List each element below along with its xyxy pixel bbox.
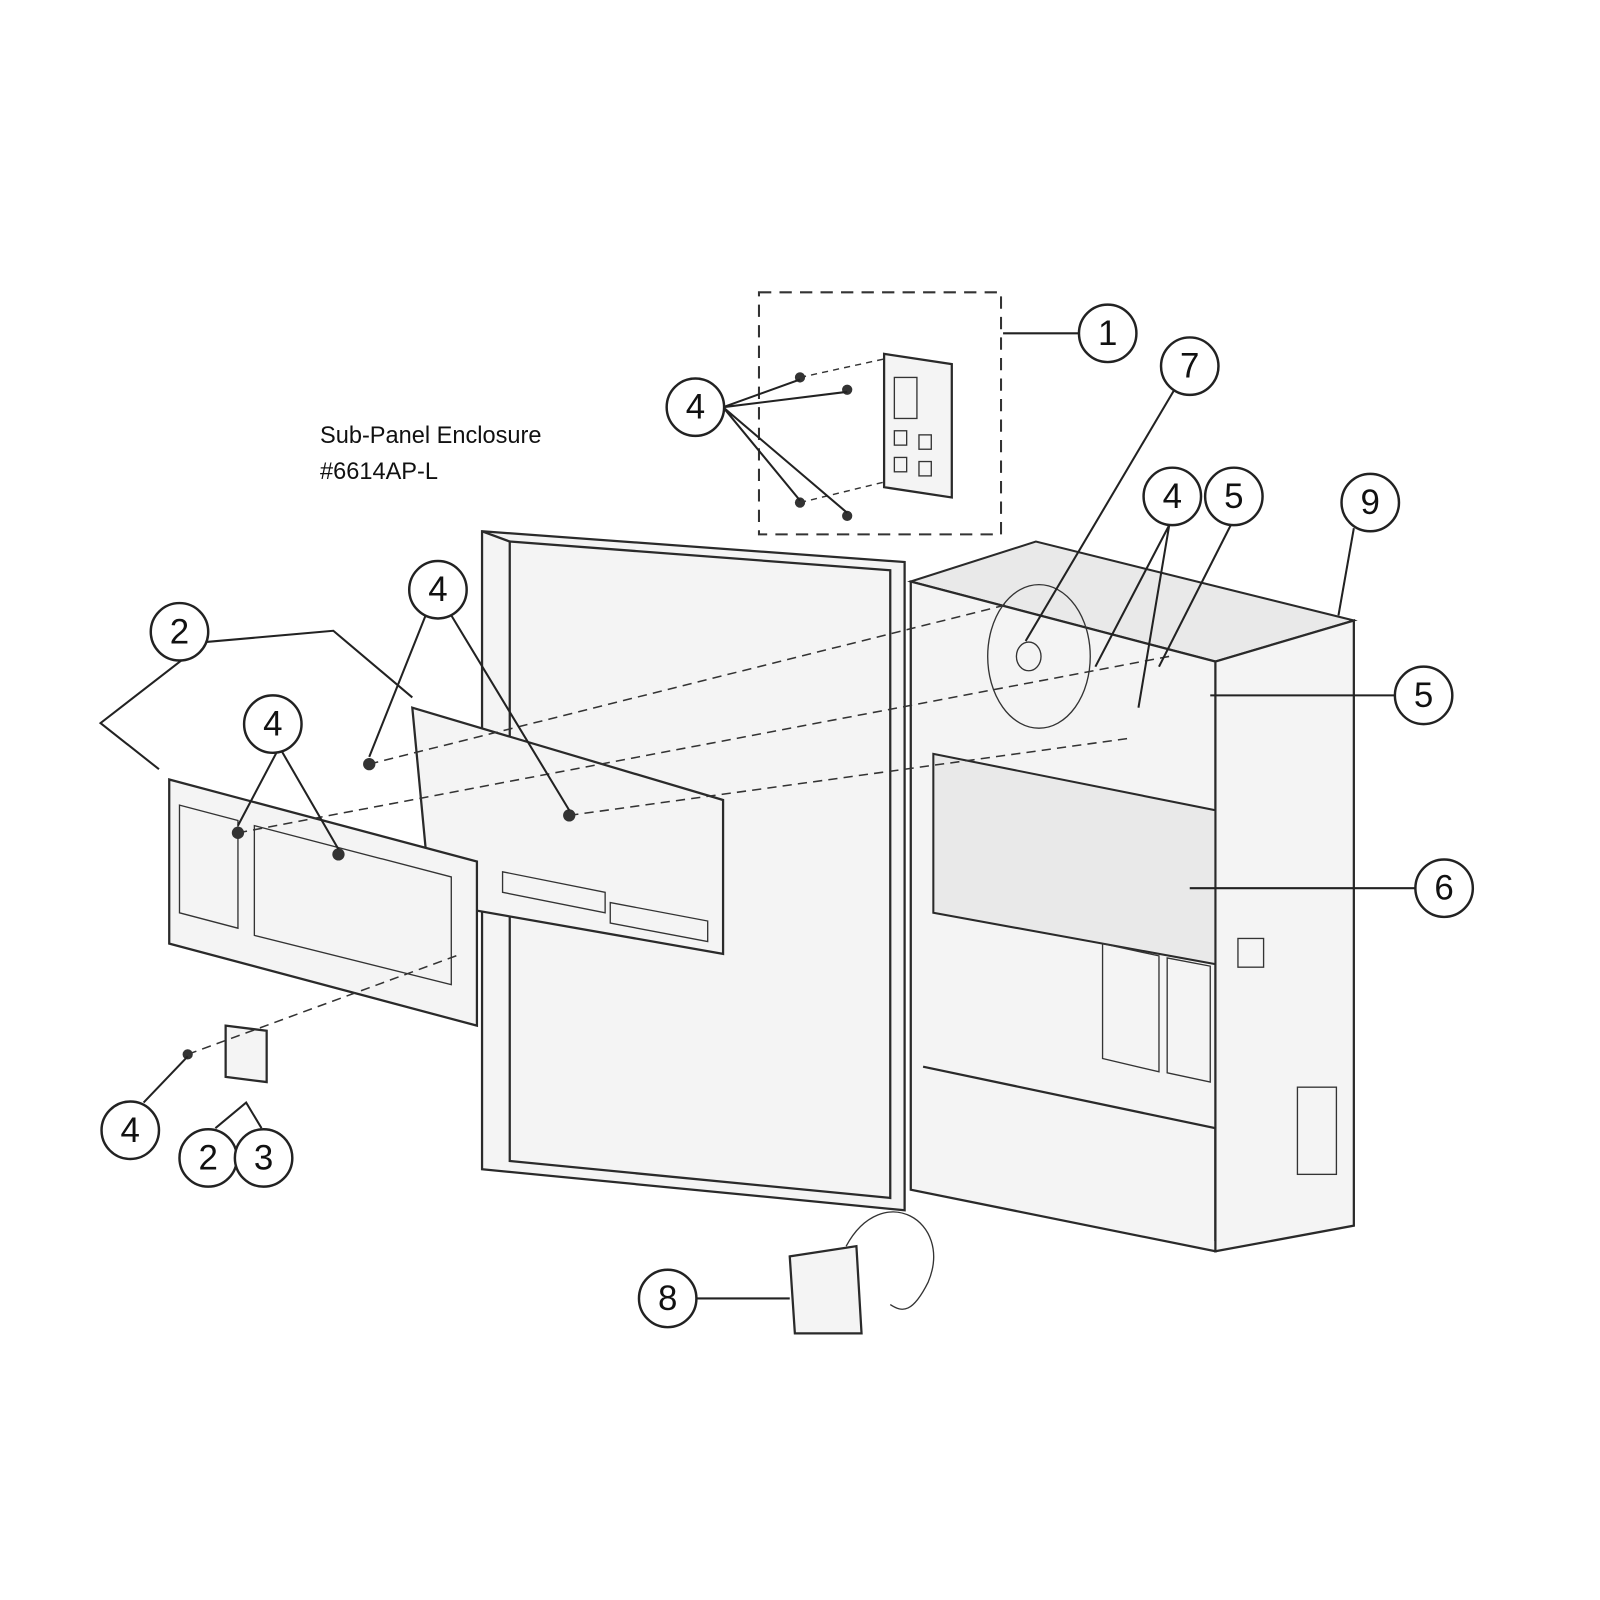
callout-number: 5 bbox=[1224, 477, 1243, 516]
callout-9: 9 bbox=[1340, 472, 1401, 533]
callout-number: 2 bbox=[199, 1138, 218, 1177]
callout-3: 3 bbox=[233, 1127, 294, 1188]
callout-7: 7 bbox=[1159, 336, 1220, 397]
callout-number: 8 bbox=[658, 1279, 677, 1318]
callout-4: 4 bbox=[665, 377, 726, 438]
title-label: Sub-Panel Enclosure #6614AP-L bbox=[320, 422, 542, 484]
callout-number: 3 bbox=[254, 1138, 273, 1177]
relay bbox=[788, 1211, 935, 1335]
callout-number: 1 bbox=[1098, 314, 1117, 353]
callout-8: 8 bbox=[637, 1268, 698, 1329]
callout-number: 4 bbox=[121, 1111, 140, 1150]
callout-5: 5 bbox=[1393, 665, 1454, 726]
callout-number: 4 bbox=[263, 705, 282, 744]
callout-5: 5 bbox=[1203, 466, 1264, 527]
callout-number: 2 bbox=[170, 612, 189, 651]
cover-panel bbox=[168, 778, 479, 1084]
callout-number: 7 bbox=[1180, 347, 1199, 386]
mounting-bracket bbox=[411, 706, 725, 956]
callout-4: 4 bbox=[242, 694, 303, 755]
callout-4: 4 bbox=[100, 1100, 161, 1161]
callout-2: 2 bbox=[149, 601, 210, 662]
leader-lines bbox=[98, 332, 1416, 1300]
callout-number: 4 bbox=[428, 570, 447, 609]
keypad-assembly bbox=[757, 291, 1003, 536]
callout-6: 6 bbox=[1414, 858, 1475, 919]
enclosure-box bbox=[907, 540, 1358, 1253]
callout-number: 4 bbox=[1163, 477, 1182, 516]
callout-1: 1 bbox=[1077, 303, 1138, 364]
callout-number: 6 bbox=[1434, 869, 1453, 908]
callout-number: 5 bbox=[1414, 676, 1433, 715]
callout-4: 4 bbox=[407, 559, 468, 620]
assembly-lines bbox=[182, 604, 1170, 1060]
callout-number: 4 bbox=[686, 388, 705, 427]
callout-4: 4 bbox=[1142, 466, 1203, 527]
callout-2: 2 bbox=[178, 1127, 239, 1188]
title-line-2: #6614AP-L bbox=[320, 458, 438, 484]
callout-number: 9 bbox=[1361, 483, 1380, 522]
title-line-1: Sub-Panel Enclosure bbox=[320, 422, 542, 448]
